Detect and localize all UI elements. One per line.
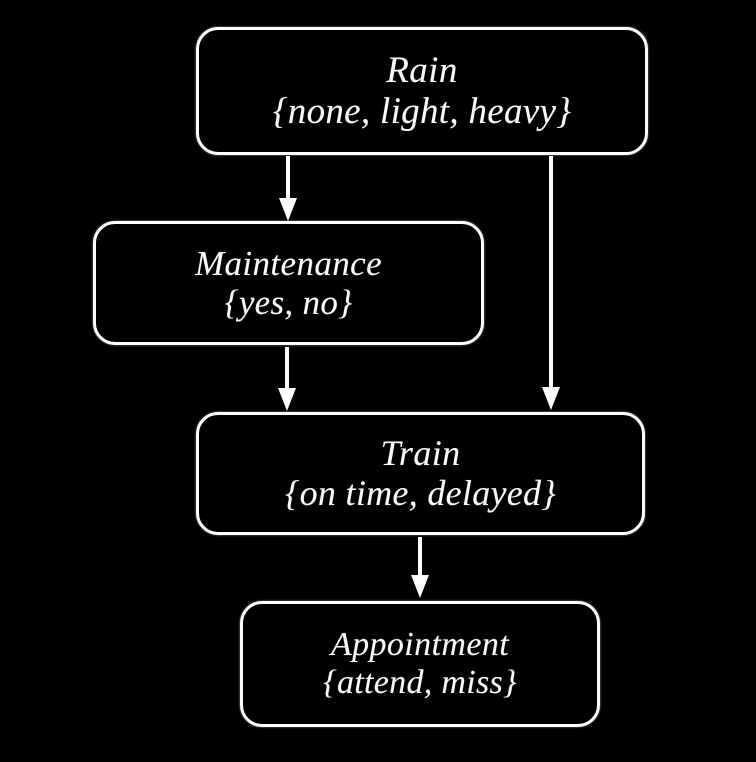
node-appointment-label: Appointment [330, 625, 510, 663]
arrowhead-icon [279, 198, 297, 221]
arrowhead-icon [411, 575, 429, 598]
node-train-states: {on time, delayed} [284, 473, 557, 513]
node-appointment-states: {attend, miss} [323, 663, 517, 701]
edge-line [285, 347, 289, 390]
node-rain[interactable]: Rain {none, light, heavy} [196, 27, 648, 155]
node-maintenance-label: Maintenance [194, 243, 383, 283]
node-maintenance[interactable]: Maintenance {yes, no} [93, 221, 484, 345]
node-train-label: Train [380, 433, 461, 474]
node-appointment[interactable]: Appointment {attend, miss} [240, 601, 600, 727]
edge-line [418, 537, 422, 577]
arrowhead-icon [278, 388, 296, 411]
edge-line [286, 156, 290, 200]
node-rain-label: Rain [386, 49, 458, 91]
node-train[interactable]: Train {on time, delayed} [196, 412, 645, 535]
arrowhead-icon [542, 387, 560, 410]
edge-line [549, 156, 553, 389]
node-rain-states: {none, light, heavy} [272, 90, 572, 132]
node-maintenance-states: {yes, no} [224, 282, 353, 322]
